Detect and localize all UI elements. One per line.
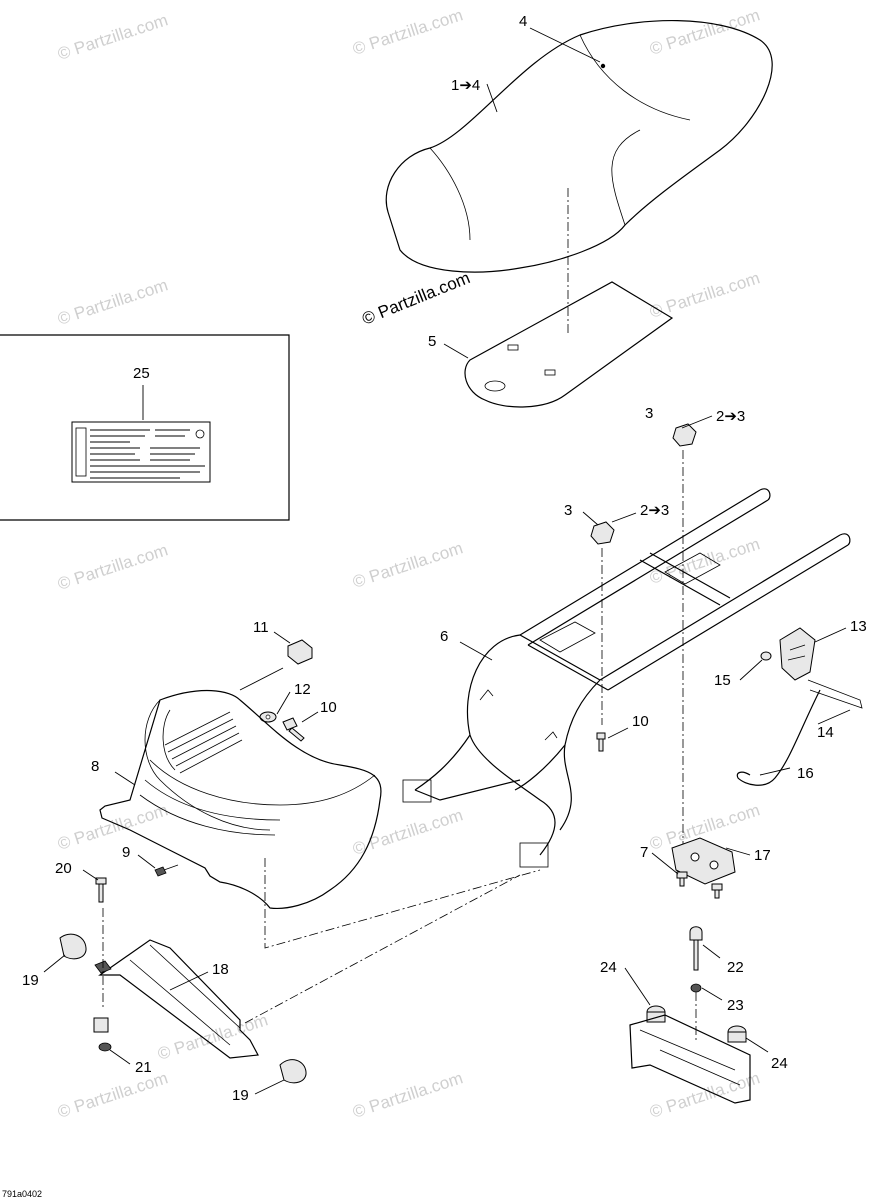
- watermark: © Partzilla.com: [350, 805, 465, 858]
- callout-2-to-3-lower: 2➔3: [640, 502, 669, 519]
- watermark: © Partzilla.com: [350, 5, 465, 58]
- bump-stop-part: [629, 926, 751, 1104]
- watermark: © Partzilla.com: [55, 800, 170, 853]
- rear-support-part: [59, 877, 307, 1084]
- watermark: © Partzilla.com: [647, 1068, 762, 1121]
- callout-19-left: 19: [22, 972, 39, 989]
- watermark: © Partzilla.com: [350, 538, 465, 591]
- callout-3-top: 3: [645, 405, 653, 422]
- seat-base-part: [464, 281, 674, 408]
- rear-fender-part: [99, 690, 382, 910]
- watermark: © Partzilla.com: [55, 1068, 170, 1121]
- callout-9: 9: [122, 844, 130, 861]
- callout-6: 6: [440, 628, 448, 645]
- nut-part: [590, 423, 697, 545]
- callout-21: 21: [135, 1059, 152, 1076]
- bumper-pad-part: [671, 837, 736, 885]
- callout-10-right: 10: [632, 713, 649, 730]
- callout-1-to-4: 1➔4: [451, 77, 480, 94]
- callout-2-to-3-top: 2➔3: [716, 408, 745, 425]
- callout-24-right: 24: [771, 1055, 788, 1072]
- callout-12: 12: [294, 681, 311, 698]
- latch-part: [736, 627, 863, 786]
- callout-20: 20: [55, 860, 72, 877]
- callout-17: 17: [754, 847, 771, 864]
- screw-part: [154, 864, 179, 877]
- seat-part: [385, 20, 773, 273]
- callout-15: 15: [714, 672, 731, 689]
- decal-panel: [0, 334, 290, 521]
- callout-8: 8: [91, 758, 99, 775]
- screw-pair-part: [676, 871, 723, 899]
- bolt-part: [282, 717, 606, 752]
- callout-18: 18: [212, 961, 229, 978]
- callout-22: 22: [727, 959, 744, 976]
- callout-3-lower: 3: [564, 502, 572, 519]
- callout-19-right: 19: [232, 1087, 249, 1104]
- callout-14: 14: [817, 724, 834, 741]
- watermark-center: © Partzilla.com: [359, 268, 472, 329]
- callout-7: 7: [640, 844, 648, 861]
- frame-part: [402, 488, 851, 868]
- callout-labels: 4 1➔4 5 25 3 2➔3 3 2➔3 6 11 12 10 10 13 …: [22, 13, 867, 1104]
- callout-24-left: 24: [600, 959, 617, 976]
- callout-10-left: 10: [320, 699, 337, 716]
- drawing-id: 791a0402: [2, 1189, 42, 1199]
- clip-part: [259, 639, 313, 723]
- watermark: © Partzilla.com: [55, 275, 170, 328]
- callout-23: 23: [727, 997, 744, 1014]
- leader-lines: [43, 27, 851, 1095]
- watermark-layer: © Partzilla.com © Partzilla.com © Partzi…: [55, 5, 762, 1121]
- watermark: © Partzilla.com: [55, 540, 170, 593]
- callout-16: 16: [797, 765, 814, 782]
- callout-25: 25: [133, 365, 150, 382]
- callout-5: 5: [428, 333, 436, 350]
- watermark: © Partzilla.com: [55, 10, 170, 63]
- callout-11: 11: [253, 619, 269, 636]
- callout-13: 13: [850, 618, 867, 635]
- watermark: © Partzilla.com: [350, 1068, 465, 1121]
- callout-4: 4: [519, 13, 527, 30]
